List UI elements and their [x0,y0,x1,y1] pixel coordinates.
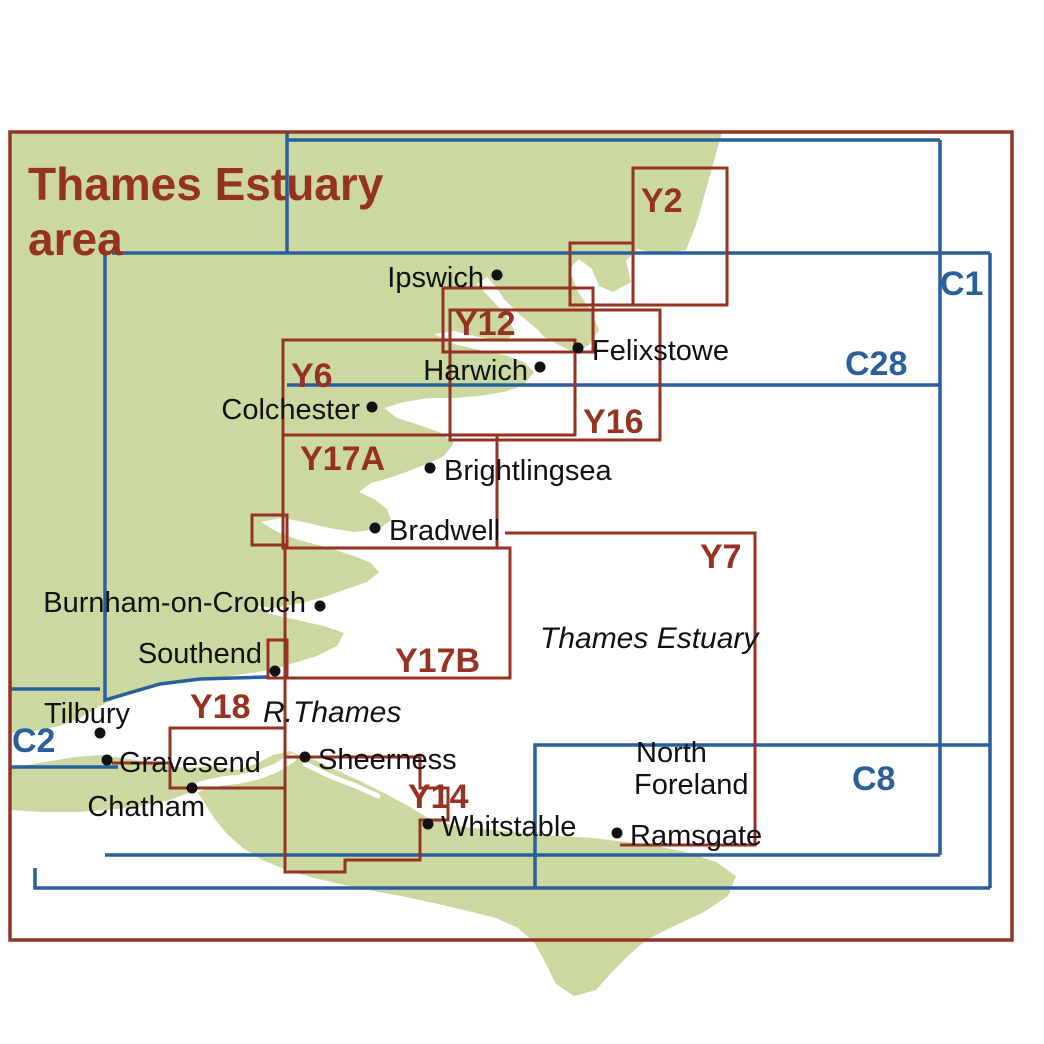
y-chart-label-layer: Y2 Y12 Y6 Y16 Y17A Y7 Y17B Y18 Y14 [190,182,742,816]
y7-boundary [505,531,757,847]
c1-bottom-boundary [33,868,990,890]
y17a-extension-box [250,513,289,547]
place-dot-felixstowe [572,342,584,354]
river-layer [189,753,381,799]
place-label-tilbury: Tilbury [44,698,130,730]
chart-label-y17b: Y17B [395,642,480,680]
place-dot-colchester [366,401,378,413]
y2-box [631,166,729,307]
chart-label-y16: Y16 [583,403,644,441]
land-layer [10,132,736,996]
place-label-sheerness: Sheerness [318,744,457,776]
place-dot-tilbury [94,727,106,739]
place-label-ipswich: Ipswich [387,262,484,294]
place-dot-ipswich [491,269,503,281]
chart-label-y2: Y2 [641,182,683,220]
water-label-layer: Thames Estuary R.Thames [263,622,760,729]
y17b-box [283,546,512,680]
place-label-chatham: Chatham [87,791,205,823]
place-dot-burnham [314,600,326,612]
place-dot-layer [94,269,623,839]
chart-label-y18: Y18 [190,688,251,726]
river-swale [302,761,381,799]
c8-boundary [533,743,990,888]
place-label-felixstowe: Felixstowe [592,335,729,367]
water-label-r-thames: R.Thames [263,696,401,729]
place-label-north-foreland-line1: North [636,737,707,769]
place-label-bradwell: Bradwell [389,515,500,547]
land-kent [10,751,736,996]
y14-boundary [283,755,450,874]
place-dot-whitstable [422,818,434,830]
map-title-line1: Thames Estuary [28,158,384,210]
chart-label-y14: Y14 [408,778,469,816]
y16-box [448,308,662,442]
place-dot-ramsgate [611,827,623,839]
y2-extension-box [568,241,635,307]
map-frame [8,130,1014,942]
chart-label-c28: C28 [845,345,907,383]
chart-label-c8: C8 [852,760,895,798]
chart-label-y12: Y12 [455,305,516,343]
chart-label-c2: C2 [12,722,55,760]
place-label-north-foreland-line2: Foreland [634,769,748,801]
place-label-harwich: Harwich [423,355,528,387]
c-chart-label-layer: C1 C28 C2 C8 [12,265,983,798]
place-dot-southend [269,665,281,677]
water-label-thames-estuary: Thames Estuary [540,622,760,655]
c1-left-boundary [103,253,269,703]
place-label-whitstable: Whitstable [441,811,576,843]
place-label-brightlingsea: Brightlingsea [444,455,613,487]
place-label-ramsgate: Ramsgate [630,820,762,852]
place-dot-gravesend [101,754,113,766]
chart-label-y6: Y6 [291,357,333,395]
place-label-layer: Ipswich Harwich Felixstowe Colchester Br… [43,262,762,852]
map-title: Thames Estuary area [28,158,384,265]
place-label-burnham: Burnham-on-Crouch [43,587,306,619]
place-dot-bradwell [369,522,381,534]
chart-label-y17a: Y17A [300,440,385,478]
c-chart-layer [10,132,992,890]
y12-box [441,286,595,354]
land-essex-suffolk [10,132,722,733]
river-medway [189,753,297,794]
place-label-southend: Southend [138,638,262,670]
chart-label-y7: Y7 [700,538,742,576]
place-dot-brightlingsea [424,462,436,474]
map-title-line2: area [28,213,123,265]
chart-label-c1: C1 [940,265,983,303]
y17b-extension-box [266,638,289,680]
place-dot-harwich [534,361,546,373]
place-dot-chatham [186,782,198,794]
y-chart-layer [8,130,1014,942]
place-dot-sheerness [299,751,311,763]
place-label-colchester: Colchester [221,394,360,426]
place-label-gravesend: Gravesend [119,747,261,779]
